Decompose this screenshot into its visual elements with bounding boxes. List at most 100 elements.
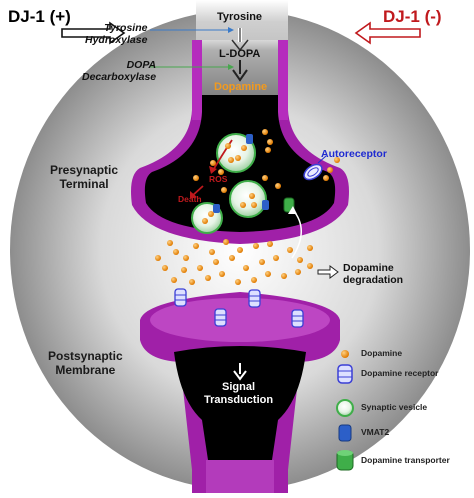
dopamine-dot-icon [213,259,219,265]
hydroxylase-pointer-head [228,27,234,33]
dopamine-receptor-icon [337,364,353,384]
dopamine-product-label: Dopamine [214,81,268,93]
tyrosine-label: Tyrosine [217,11,263,23]
dopamine-dot-icon [193,175,199,181]
dj1-positive-arrow [61,21,126,45]
dopamine-dot-icon [228,157,234,163]
dopamine-dot-icon [251,202,257,208]
death-label: Death [178,194,202,204]
dopamine-dot-icon [267,241,273,247]
dopamine-dot-icon [173,249,179,255]
signal-arrow-head [233,370,247,381]
dopamine-dot-icon [327,167,333,173]
dopamine-dot-icon [251,277,257,283]
dopamine-degradation-label: Dopamine degradation [343,262,404,287]
synthesis-arrow-1 [231,28,249,52]
dopamine-dot-icon [219,271,225,277]
dopamine-dot-icon [307,263,313,269]
dopamine-dot-icon [197,265,203,271]
dopamine-dot-icon [171,277,177,283]
dopamine-dot-icon [181,267,187,273]
dj1-negative-label: DJ-1 (-) [383,7,442,26]
dopamine-dot-icon [243,265,249,271]
postsynaptic-membrane-label: Postsynaptic Membrane [48,349,123,377]
dopamine-dot-icon [297,257,303,263]
synaptic-vesicle-icon [336,399,354,417]
dopamine-dot-icon [223,239,229,245]
dopamine-receptor-icon [291,309,304,328]
dopamine-dot-icon [267,139,273,145]
dopamine-dot-icon [287,247,293,253]
dopamine-dot-icon [218,169,224,175]
ldopa-label: L-DOPA [219,48,261,60]
dopamine-dot-icon [323,175,329,181]
axon-wall-right [278,40,288,120]
dopamine-dot-icon [307,245,313,251]
dopamine-dot-icon [167,240,173,246]
legend-label-vmat2: VMAT2 [361,427,390,437]
autoreceptor-label: Autoreceptor [321,148,387,160]
dopamine-dot-icon [237,247,243,253]
dopamine-dot-icon [262,129,268,135]
dopamine-receptor-icon [248,289,261,308]
vmat2-icon [262,200,269,210]
dopamine-dot-icon [265,147,271,153]
dopamine-dot-icon [341,350,349,358]
dopamine-dot-icon [334,157,340,163]
signal-transduction-label: Signal Transduction [204,381,274,406]
postsynaptic-cytoplasm [174,346,306,460]
legend-label-synaptic-vesicle: Synaptic vesicle [361,402,428,412]
dopamine-dot-icon [281,273,287,279]
decarboxylase-pointer-head [228,64,234,70]
synthesis-arrow-2 [232,60,248,82]
dopamine-dot-icon [275,183,281,189]
dj1-negative-arrow [354,21,421,45]
dopamine-dot-icon [208,211,214,217]
dopamine-dot-icon [205,275,211,281]
dopamine-dot-icon [235,279,241,285]
legend-label-dopamine-receptor: Dopamine receptor [361,368,439,378]
dopamine-dot-icon [235,155,241,161]
vmat2-icon [246,134,253,144]
dopamine-dot-icon [193,243,199,249]
vmat2-icon [213,204,220,213]
ros-arrow-head [209,166,217,174]
dopamine-dot-icon [253,243,259,249]
dopa-decarboxylase-label: DOPA Decarboxylase [82,59,157,84]
dopamine-receptor-icon [214,308,227,327]
dopamine-dot-icon [189,279,195,285]
dopamine-dot-icon [259,259,265,265]
legend-label-dopamine: Dopamine [361,348,403,358]
dopamine-dot-icon [240,202,246,208]
autoreceptor-icon [303,163,323,181]
degradation-arrow [317,265,339,279]
dj1-positive-label: DJ-1 (+) [8,7,71,26]
dopamine-dot-icon [262,175,268,181]
postsynaptic-highlight [150,298,330,342]
dopamine-receptor-icon [174,288,187,307]
synaptic-vesicle-2 [229,180,267,218]
autoreceptor-pointer [317,155,327,164]
dopamine-dot-icon [221,187,227,193]
dopamine-dot-icon [155,255,161,261]
reuptake-arrow-head [288,206,297,214]
vmat2-icon [338,424,352,442]
dopamine-dot-icon [273,255,279,261]
legend-label-dopamine-transporter: Dopamine transporter [361,455,450,465]
death-arrow-head [190,191,197,199]
dopamine-transporter-icon-top [337,450,353,456]
axon-wall-left [192,40,202,120]
dopamine-dot-icon [202,218,208,224]
dopamine-dot-icon [229,255,235,261]
dopamine-molecules [155,129,340,285]
dopamine-dot-icon [210,160,216,166]
dopamine-dot-icon [162,265,168,271]
dopamine-dot-icon [225,143,231,149]
ros-label: ROS [209,174,228,184]
dopamine-dot-icon [295,269,301,275]
dopamine-dot-icon [249,193,255,199]
dopamine-dot-icon [241,145,247,151]
presynaptic-terminal-label: Presynaptic Terminal [50,163,119,191]
